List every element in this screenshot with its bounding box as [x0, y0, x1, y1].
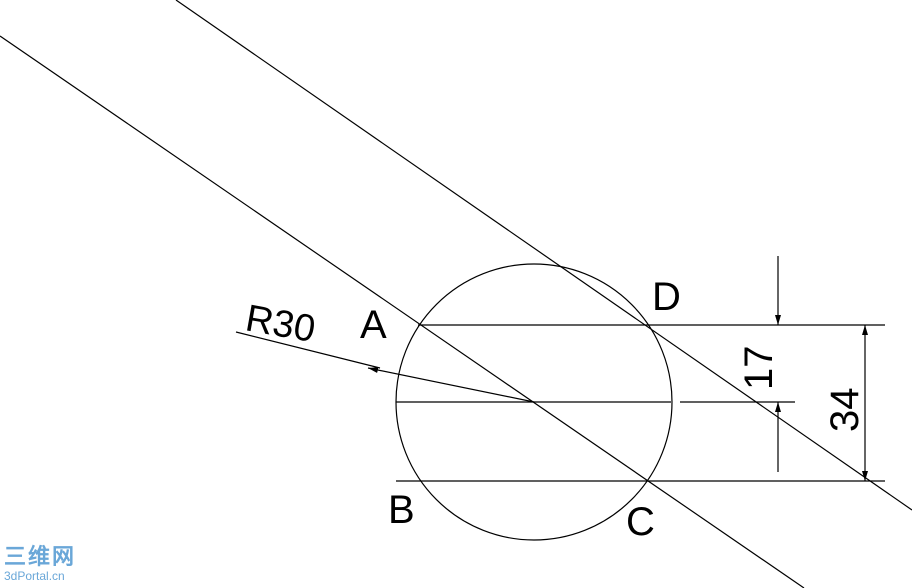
diagonal-line-lower: [0, 35, 805, 588]
point-b-label: B: [388, 488, 415, 532]
point-d-label: D: [652, 275, 681, 319]
dim-34-label: 34: [823, 388, 867, 433]
watermark-cn: 三维网: [4, 544, 77, 569]
dim-17-label: 17: [737, 346, 781, 391]
point-c-label: C: [626, 500, 655, 544]
radius-label: R30: [242, 298, 318, 351]
watermark-en: 3dPortal.cn: [4, 569, 65, 583]
diagonal-line-upper: [175, 0, 912, 511]
radius-leader: [367, 367, 535, 403]
point-a-label: A: [360, 303, 387, 347]
watermark-logo: 三维网 3dPortal.cn: [4, 544, 77, 583]
radius-leader-tail: [235, 331, 381, 369]
